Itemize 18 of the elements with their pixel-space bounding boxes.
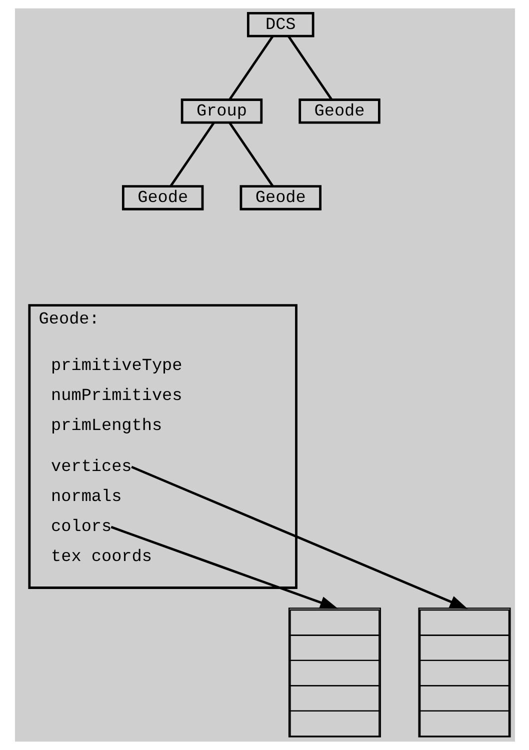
connector [228,122,274,187]
connector [287,36,332,100]
arrow [110,526,338,609]
node-text: primLengths [50,416,162,436]
arrow [130,466,468,609]
node-text: primitiveType [50,356,182,376]
node-box: Geode [121,185,204,210]
node-text: normals [50,488,122,507]
node-text: tex coords [50,548,152,567]
node-box: DCS [246,12,314,38]
node-text: numPrimitives [50,386,182,406]
node-box: Geode [298,98,380,124]
node-box: Geode [239,185,321,210]
connector [228,36,274,100]
connector [169,122,214,187]
node-text: colors [50,518,112,537]
node-text: vertices [50,458,132,477]
node-box: Group [180,98,262,124]
